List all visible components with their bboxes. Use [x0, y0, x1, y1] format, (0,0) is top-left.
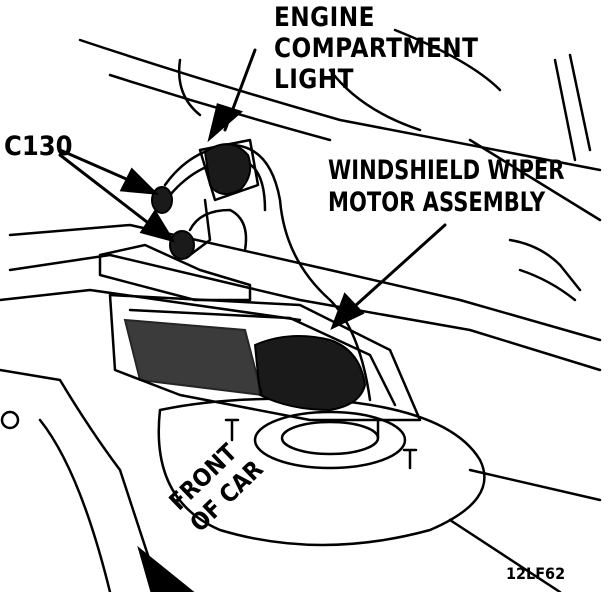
engine-compartment-light-label: ENGINE COMPARTMENT LIGHT — [274, 2, 478, 95]
strut-mount-inner — [280, 420, 380, 456]
plenum-opening — [108, 293, 422, 422]
strut-stud — [224, 418, 240, 442]
c130-pointer-lower — [58, 153, 162, 234]
right-wiper-arm — [568, 53, 592, 152]
figure-code: 12LF62 — [506, 564, 566, 583]
c130-arrowhead-lower — [139, 209, 176, 243]
label-line: ENGINE — [274, 2, 375, 33]
plenum-inner — [128, 308, 397, 407]
right-wiper-arm — [553, 58, 577, 162]
windshield-line — [78, 38, 602, 172]
cowl-panel — [8, 253, 602, 372]
label-line: LIGHT — [274, 64, 354, 95]
wiper-motor-assembly — [253, 335, 367, 412]
windshield-wiper-motor-label: WINDSHIELD WIPER MOTOR ASSEMBLY — [328, 155, 565, 219]
plenum-grille — [123, 318, 264, 397]
cowl-curve — [178, 58, 202, 117]
inner-fender — [448, 518, 562, 592]
bracket-mount — [98, 243, 252, 302]
connector-c130-label: C130 — [4, 131, 73, 162]
front-arrow — [137, 545, 195, 592]
strut-stud — [402, 448, 418, 470]
label-line: MOTOR ASSEMBLY — [328, 187, 546, 218]
connector-c130-lower — [169, 230, 195, 260]
fender-line — [0, 368, 162, 592]
cowl-panel-lower — [0, 288, 302, 322]
c130-arrowhead-upper — [119, 167, 159, 195]
cowl-panel — [8, 223, 602, 342]
fender-line — [38, 418, 112, 592]
right-bracket — [518, 268, 577, 302]
strut-mount — [253, 410, 407, 470]
right-panel — [468, 138, 602, 222]
label-line: WINDSHIELD WIPER — [328, 155, 565, 186]
bolt — [0, 410, 20, 430]
light-bracket — [188, 198, 212, 257]
cowl-curve — [328, 68, 422, 132]
engine-light-arrowhead — [207, 103, 244, 143]
label-line: COMPARTMENT — [274, 33, 479, 64]
windshield-edge — [393, 28, 502, 92]
right-bracket — [508, 238, 582, 292]
wiring-harness — [188, 208, 248, 252]
inner-fender — [468, 468, 602, 502]
wiper-arrowhead — [330, 292, 365, 330]
wiper-pointer — [343, 223, 447, 317]
engine-compartment-light — [203, 143, 252, 195]
